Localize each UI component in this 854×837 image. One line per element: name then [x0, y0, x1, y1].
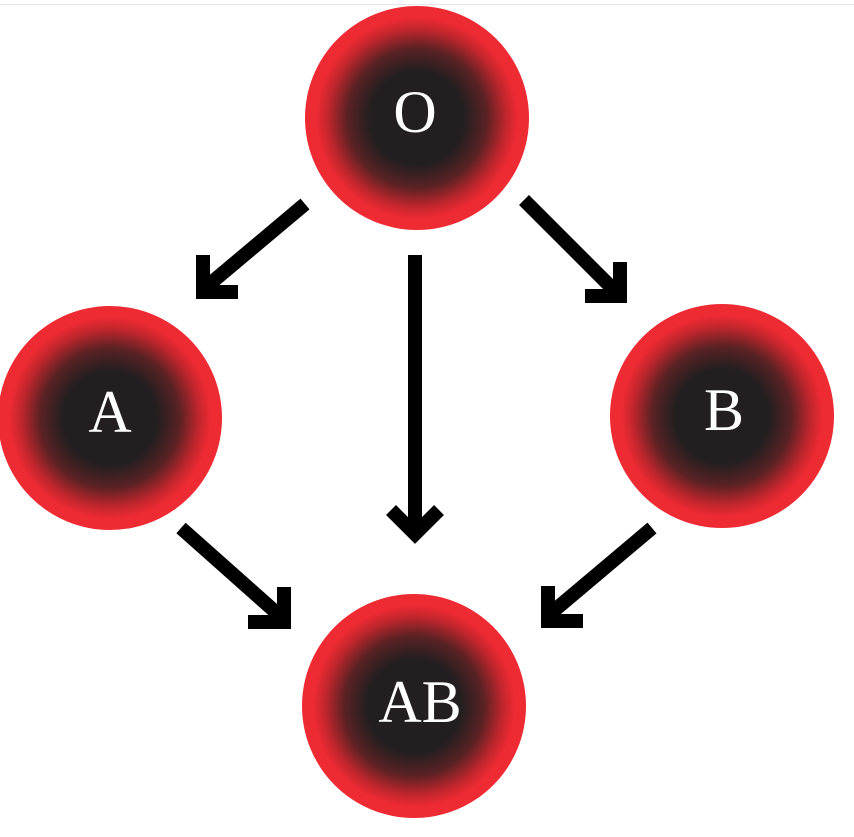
node-ab-label: AB [378, 669, 461, 735]
arrow-a-to-ab [176, 522, 291, 629]
blood-cell-b [610, 304, 834, 528]
top-divider [0, 4, 854, 5]
arrow-o-to-ab [386, 255, 444, 544]
node-o: O [305, 6, 529, 230]
node-o-label: O [393, 79, 436, 145]
blood-cell-a [0, 306, 222, 530]
node-b: B [610, 304, 834, 528]
node-ab: AB [302, 594, 526, 818]
arrow-o-to-a [196, 198, 310, 299]
node-a-label: A [88, 379, 131, 445]
node-b-label: B [704, 377, 744, 443]
arrow-b-to-ab [541, 522, 657, 628]
blood-cell-ab [302, 594, 526, 818]
node-a: A [0, 306, 222, 530]
arrow-o-to-b [519, 195, 627, 303]
blood-cell-o [305, 6, 529, 230]
